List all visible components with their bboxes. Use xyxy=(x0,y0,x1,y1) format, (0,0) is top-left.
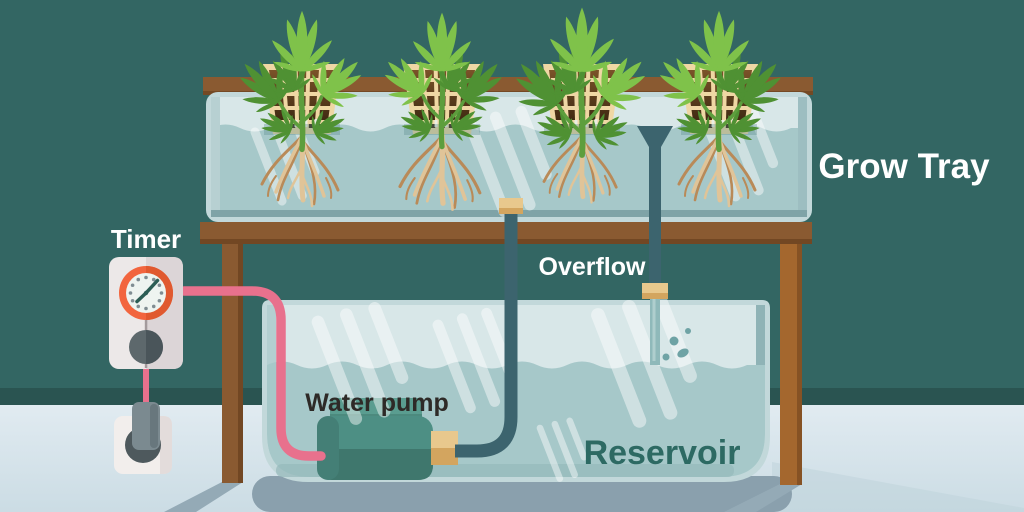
grow-tray-label: Grow Tray xyxy=(818,147,990,186)
clock-icon xyxy=(119,266,173,320)
pump-tube xyxy=(455,206,518,458)
power-cord xyxy=(143,369,149,405)
plug xyxy=(132,402,160,450)
tray-inlet-fitting xyxy=(499,198,523,214)
pink-tube xyxy=(179,286,326,461)
floor-light-shadow xyxy=(772,462,1024,512)
timer-dial-knob xyxy=(129,330,163,364)
overflow-label: Overflow xyxy=(539,253,647,281)
water-pump-label: Water pump xyxy=(305,389,449,417)
overflow-stream xyxy=(650,299,691,365)
overflow-standpipe xyxy=(637,126,673,217)
left-leg-shadow xyxy=(164,482,243,512)
labels: Grow Tray Timer Overflow Water pump Rese… xyxy=(111,147,990,472)
pump-outlet-fitting xyxy=(431,431,458,465)
splash-drops xyxy=(662,328,691,361)
timer-label: Timer xyxy=(111,224,181,254)
clock-dots xyxy=(128,275,164,311)
right-leg-shadow xyxy=(724,484,802,512)
overflow-pipe xyxy=(642,217,668,299)
table-leg-left xyxy=(222,244,243,483)
grow-tray xyxy=(206,92,812,222)
timer-unit xyxy=(109,257,183,474)
reservoir-shadow xyxy=(252,476,792,512)
table-leg-right xyxy=(780,244,802,485)
tubing xyxy=(179,198,691,461)
power-outlet xyxy=(114,402,172,474)
reservoir-label: Reservoir xyxy=(584,434,741,472)
